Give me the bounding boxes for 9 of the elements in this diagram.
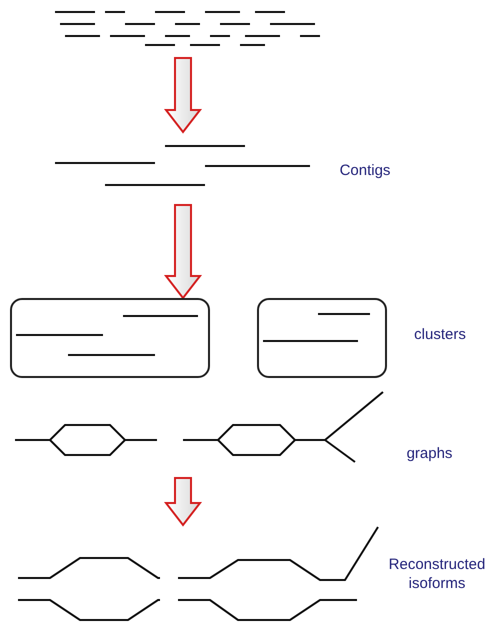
- stage-label: Contigs: [338, 162, 392, 181]
- cluster-box: [10, 298, 210, 378]
- cluster-box: [257, 298, 387, 378]
- block-arrow: [164, 204, 202, 300]
- stage-label: clusters: [413, 326, 467, 345]
- stage-label: Reconstructed isoforms: [388, 556, 486, 594]
- block-arrow: [164, 477, 202, 527]
- stage-label: graphs: [406, 445, 454, 464]
- block-arrow: [164, 57, 202, 134]
